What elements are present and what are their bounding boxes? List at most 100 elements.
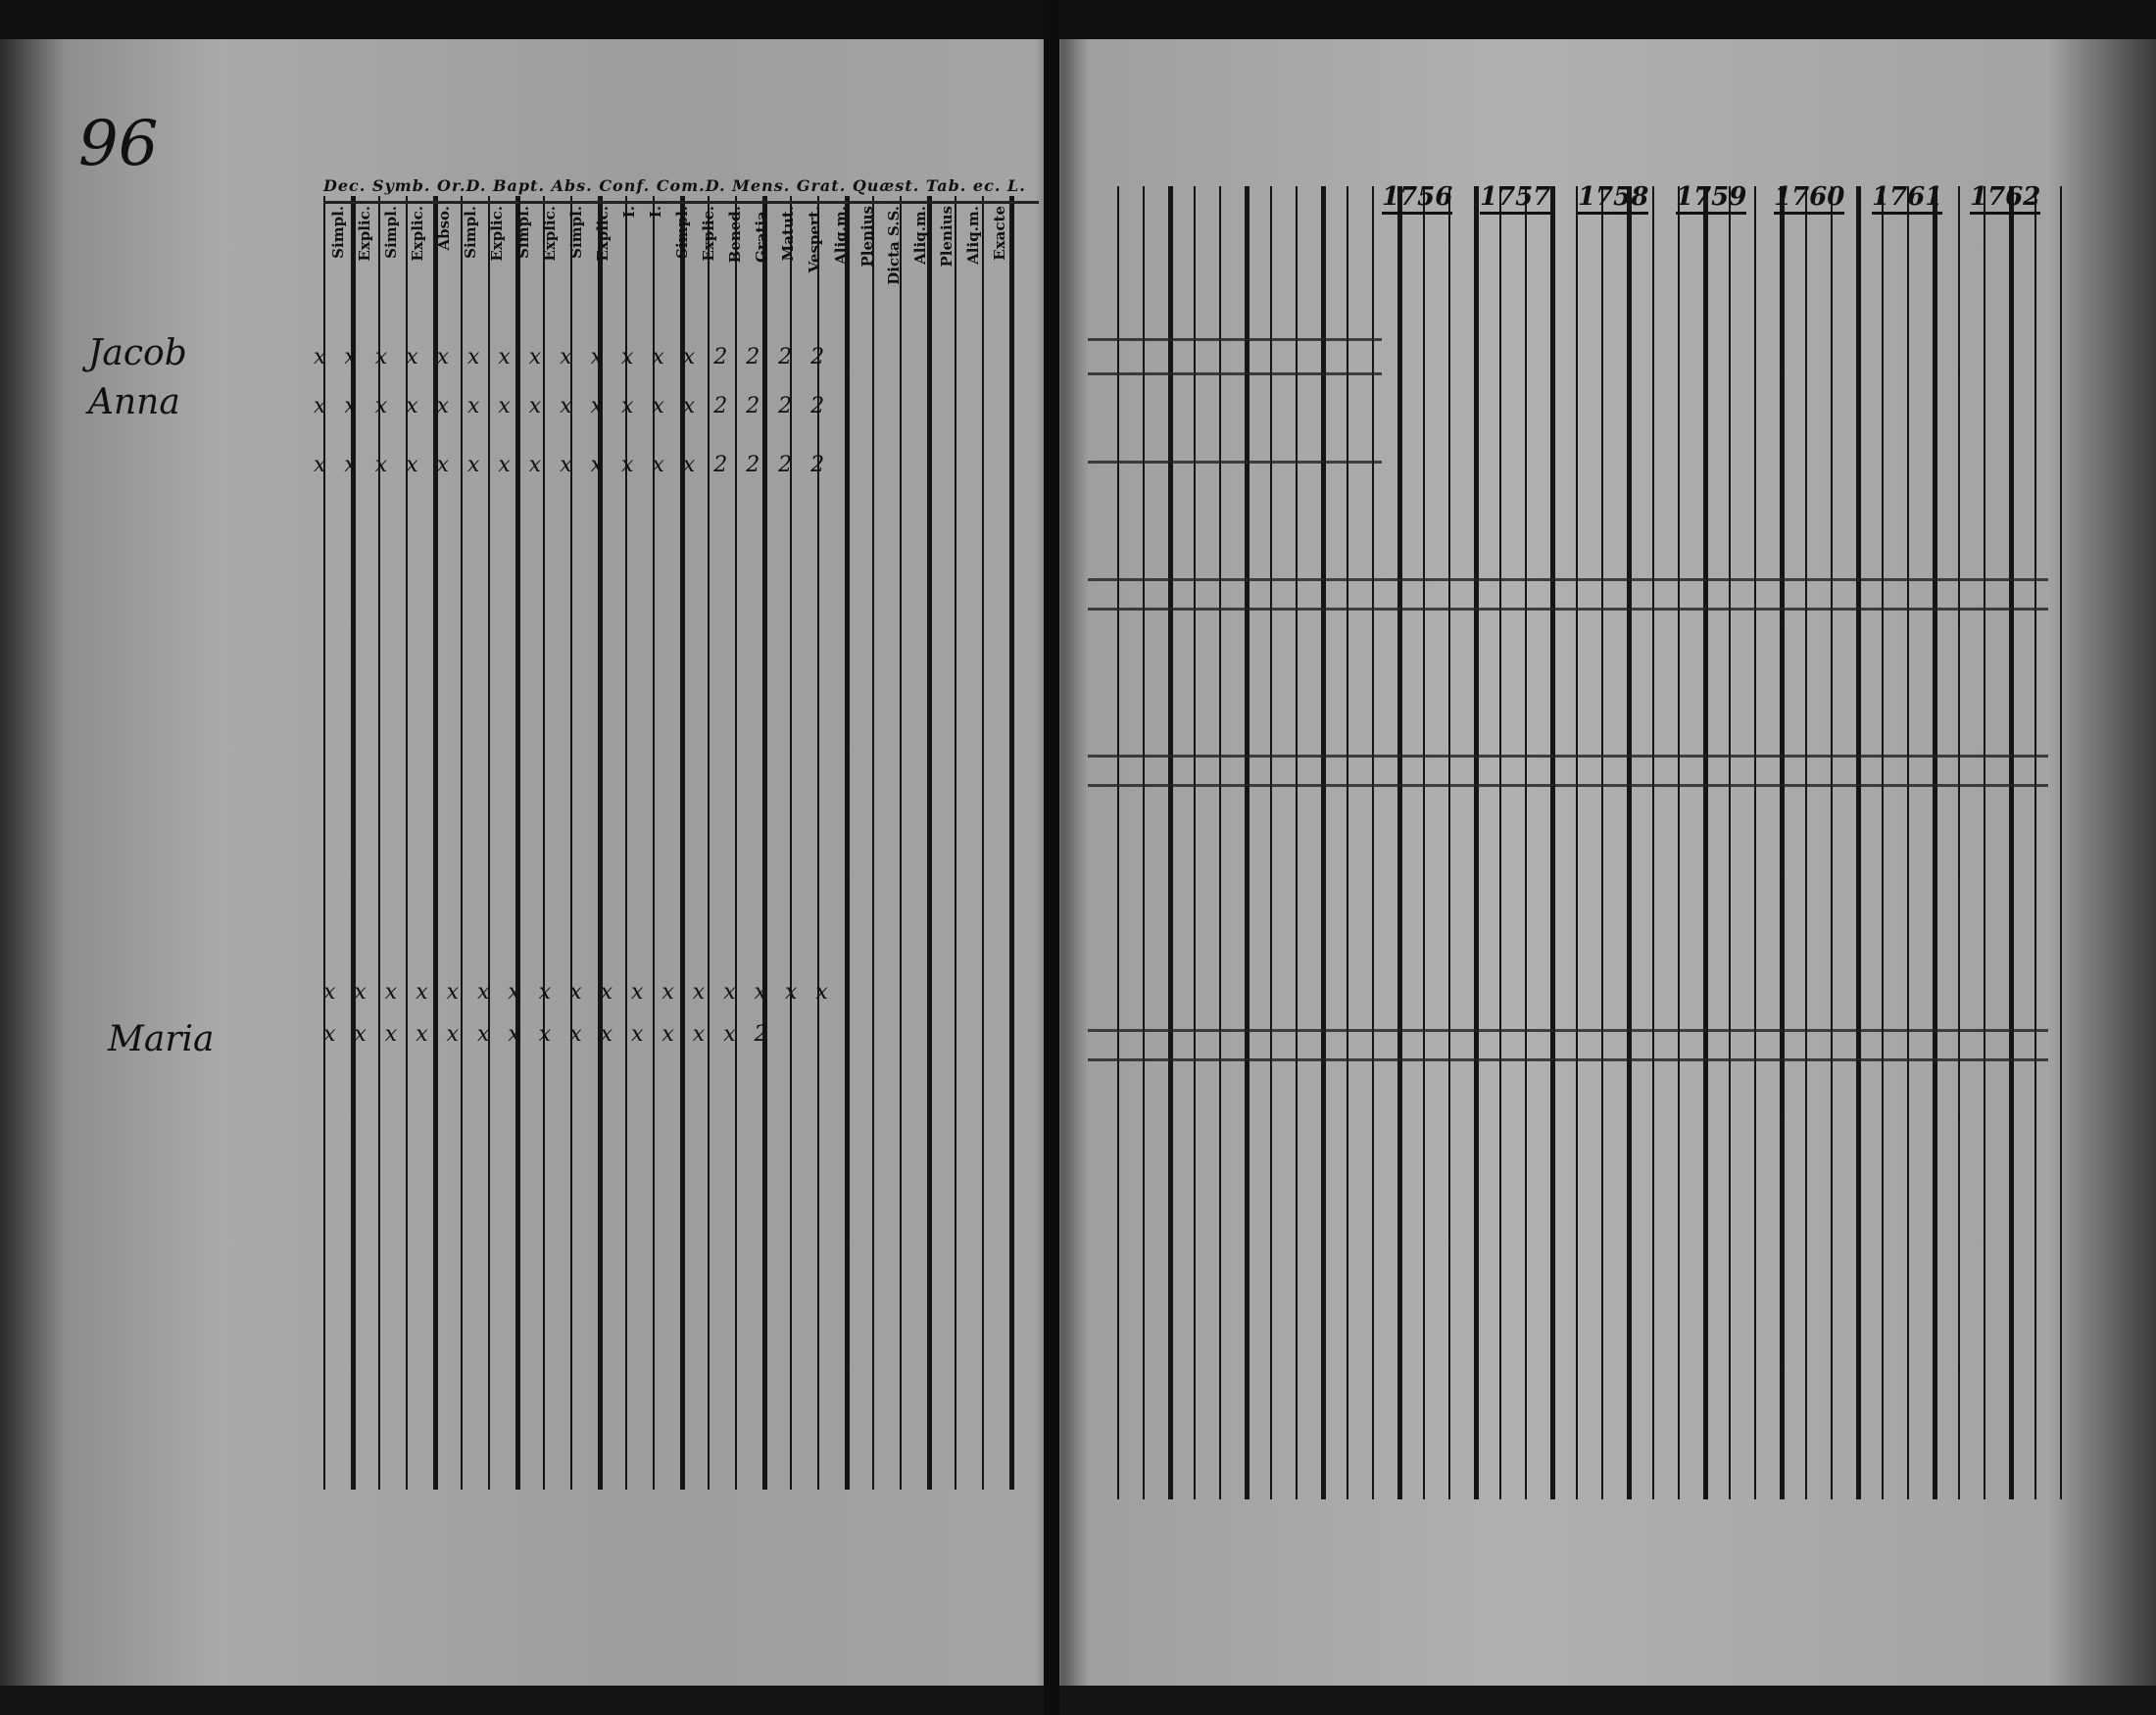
row-rule: [1088, 784, 2048, 787]
column-rule: [1347, 186, 1348, 1499]
column-rule: [653, 196, 655, 1490]
column-rule: [2009, 186, 2014, 1499]
column-rule: [1831, 186, 1833, 1499]
column-rule: [1474, 186, 1479, 1499]
column-subheader: Vespert.: [806, 206, 823, 273]
row-marks: x x x x x x x x x x x x x 2 2 2 2: [314, 345, 831, 369]
column-subheader: Aliq.m.: [832, 206, 850, 265]
name-entry: Anna: [88, 382, 180, 422]
column-rule: [762, 196, 767, 1490]
column-rule: [1448, 186, 1450, 1499]
column-rule: [2060, 186, 2062, 1499]
column-rule: [461, 196, 463, 1490]
row-marks: x x x x x x x x x x x x x 2 2 2 2: [314, 453, 831, 477]
row-rule: [1088, 1029, 2048, 1032]
column-rule: [927, 196, 932, 1490]
column-subheader: Explic.: [700, 206, 717, 262]
year-header: 1759: [1676, 182, 1747, 215]
column-rule: [1245, 186, 1250, 1499]
year-header: 1761: [1872, 182, 1943, 215]
column-subheader: Bened.: [726, 206, 744, 264]
column-subheader: Simpl.: [382, 206, 400, 259]
year-header: 1762: [1970, 182, 2041, 215]
column-rule: [1372, 186, 1374, 1499]
column-subheader: Simpl.: [329, 206, 347, 259]
column-subheader: Explic.: [356, 206, 373, 262]
column-rule: [433, 196, 438, 1490]
column-subheader: Explic.: [594, 206, 612, 262]
column-rule: [735, 196, 737, 1490]
column-rule: [1219, 186, 1221, 1499]
column-subheader: Plenius: [858, 206, 876, 268]
book-spine: [1044, 0, 1059, 1715]
column-rule: [570, 196, 572, 1490]
column-rule: [1958, 186, 1960, 1499]
column-rule: [1423, 186, 1425, 1499]
column-rule: [1652, 186, 1654, 1499]
column-rule: [845, 196, 850, 1490]
column-rule: [1601, 186, 1603, 1499]
name-entry: Jacob: [88, 333, 187, 373]
row-rule: [323, 201, 1039, 204]
column-rule: [488, 196, 490, 1490]
column-rule: [1143, 186, 1145, 1499]
row-marks: x x x x x x x x x x x x x x x x x: [323, 980, 834, 1004]
row-rule: [1088, 1058, 2048, 1061]
column-rule: [1499, 186, 1501, 1499]
column-rule: [1270, 186, 1272, 1499]
year-header: 1757: [1480, 182, 1551, 215]
year-header: 1756: [1382, 182, 1453, 215]
column-rule: [1525, 186, 1527, 1499]
column-subheader: Aliq.m.: [964, 206, 982, 265]
column-subheader: Abso.: [435, 206, 453, 251]
column-rule: [817, 196, 819, 1490]
column-rule: [351, 196, 356, 1490]
column-rule: [1321, 186, 1326, 1499]
name-entry: Maria: [108, 1019, 215, 1059]
column-rule: [1627, 186, 1632, 1499]
film-border-top: [0, 0, 2156, 39]
column-rule: [1933, 186, 1937, 1499]
column-rule: [708, 196, 710, 1490]
year-header: 1760: [1774, 182, 1845, 215]
row-rule: [1088, 755, 2048, 758]
film-border-bottom: [0, 1686, 2156, 1715]
column-rule: [1754, 186, 1756, 1499]
column-rule: [406, 196, 408, 1490]
column-rule: [982, 196, 984, 1490]
row-rule: [1088, 578, 2048, 581]
column-rule: [625, 196, 627, 1490]
column-rule: [1984, 186, 1985, 1499]
column-subheader: I.: [647, 206, 664, 219]
column-rule: [1907, 186, 1909, 1499]
column-subheader: Dicta S.S.: [885, 206, 903, 285]
column-subheader: Simpl.: [567, 206, 585, 259]
column-rule: [543, 196, 545, 1490]
column-rule: [1296, 186, 1298, 1499]
column-header-row: Dec. Symb. Or.D. Bapt. Abs. Conf. Com.D.…: [323, 176, 1026, 195]
column-rule: [1703, 186, 1708, 1499]
year-header: 1758: [1578, 182, 1649, 215]
column-rule: [1882, 186, 1884, 1499]
row-rule: [1088, 608, 2048, 611]
column-subheader: Explic.: [488, 206, 506, 262]
column-rule: [1805, 186, 1807, 1499]
column-rule: [515, 196, 520, 1490]
column-rule: [1780, 186, 1785, 1499]
column-rule: [2034, 186, 2036, 1499]
column-rule: [1194, 186, 1196, 1499]
row-rule: [1088, 372, 1382, 375]
column-subheader: Exacte: [991, 206, 1008, 261]
column-rule: [1678, 186, 1680, 1499]
column-rule: [1117, 186, 1119, 1499]
column-rule: [1168, 186, 1173, 1499]
column-rule: [378, 196, 380, 1490]
column-subheader: Explic.: [409, 206, 426, 262]
column-subheader: Gratia.: [753, 206, 770, 264]
column-subheader: Simpl.: [462, 206, 479, 259]
column-subheader: Simpl.: [673, 206, 691, 259]
column-rule: [598, 196, 603, 1490]
column-rule: [955, 196, 956, 1490]
column-rule: [1856, 186, 1861, 1499]
